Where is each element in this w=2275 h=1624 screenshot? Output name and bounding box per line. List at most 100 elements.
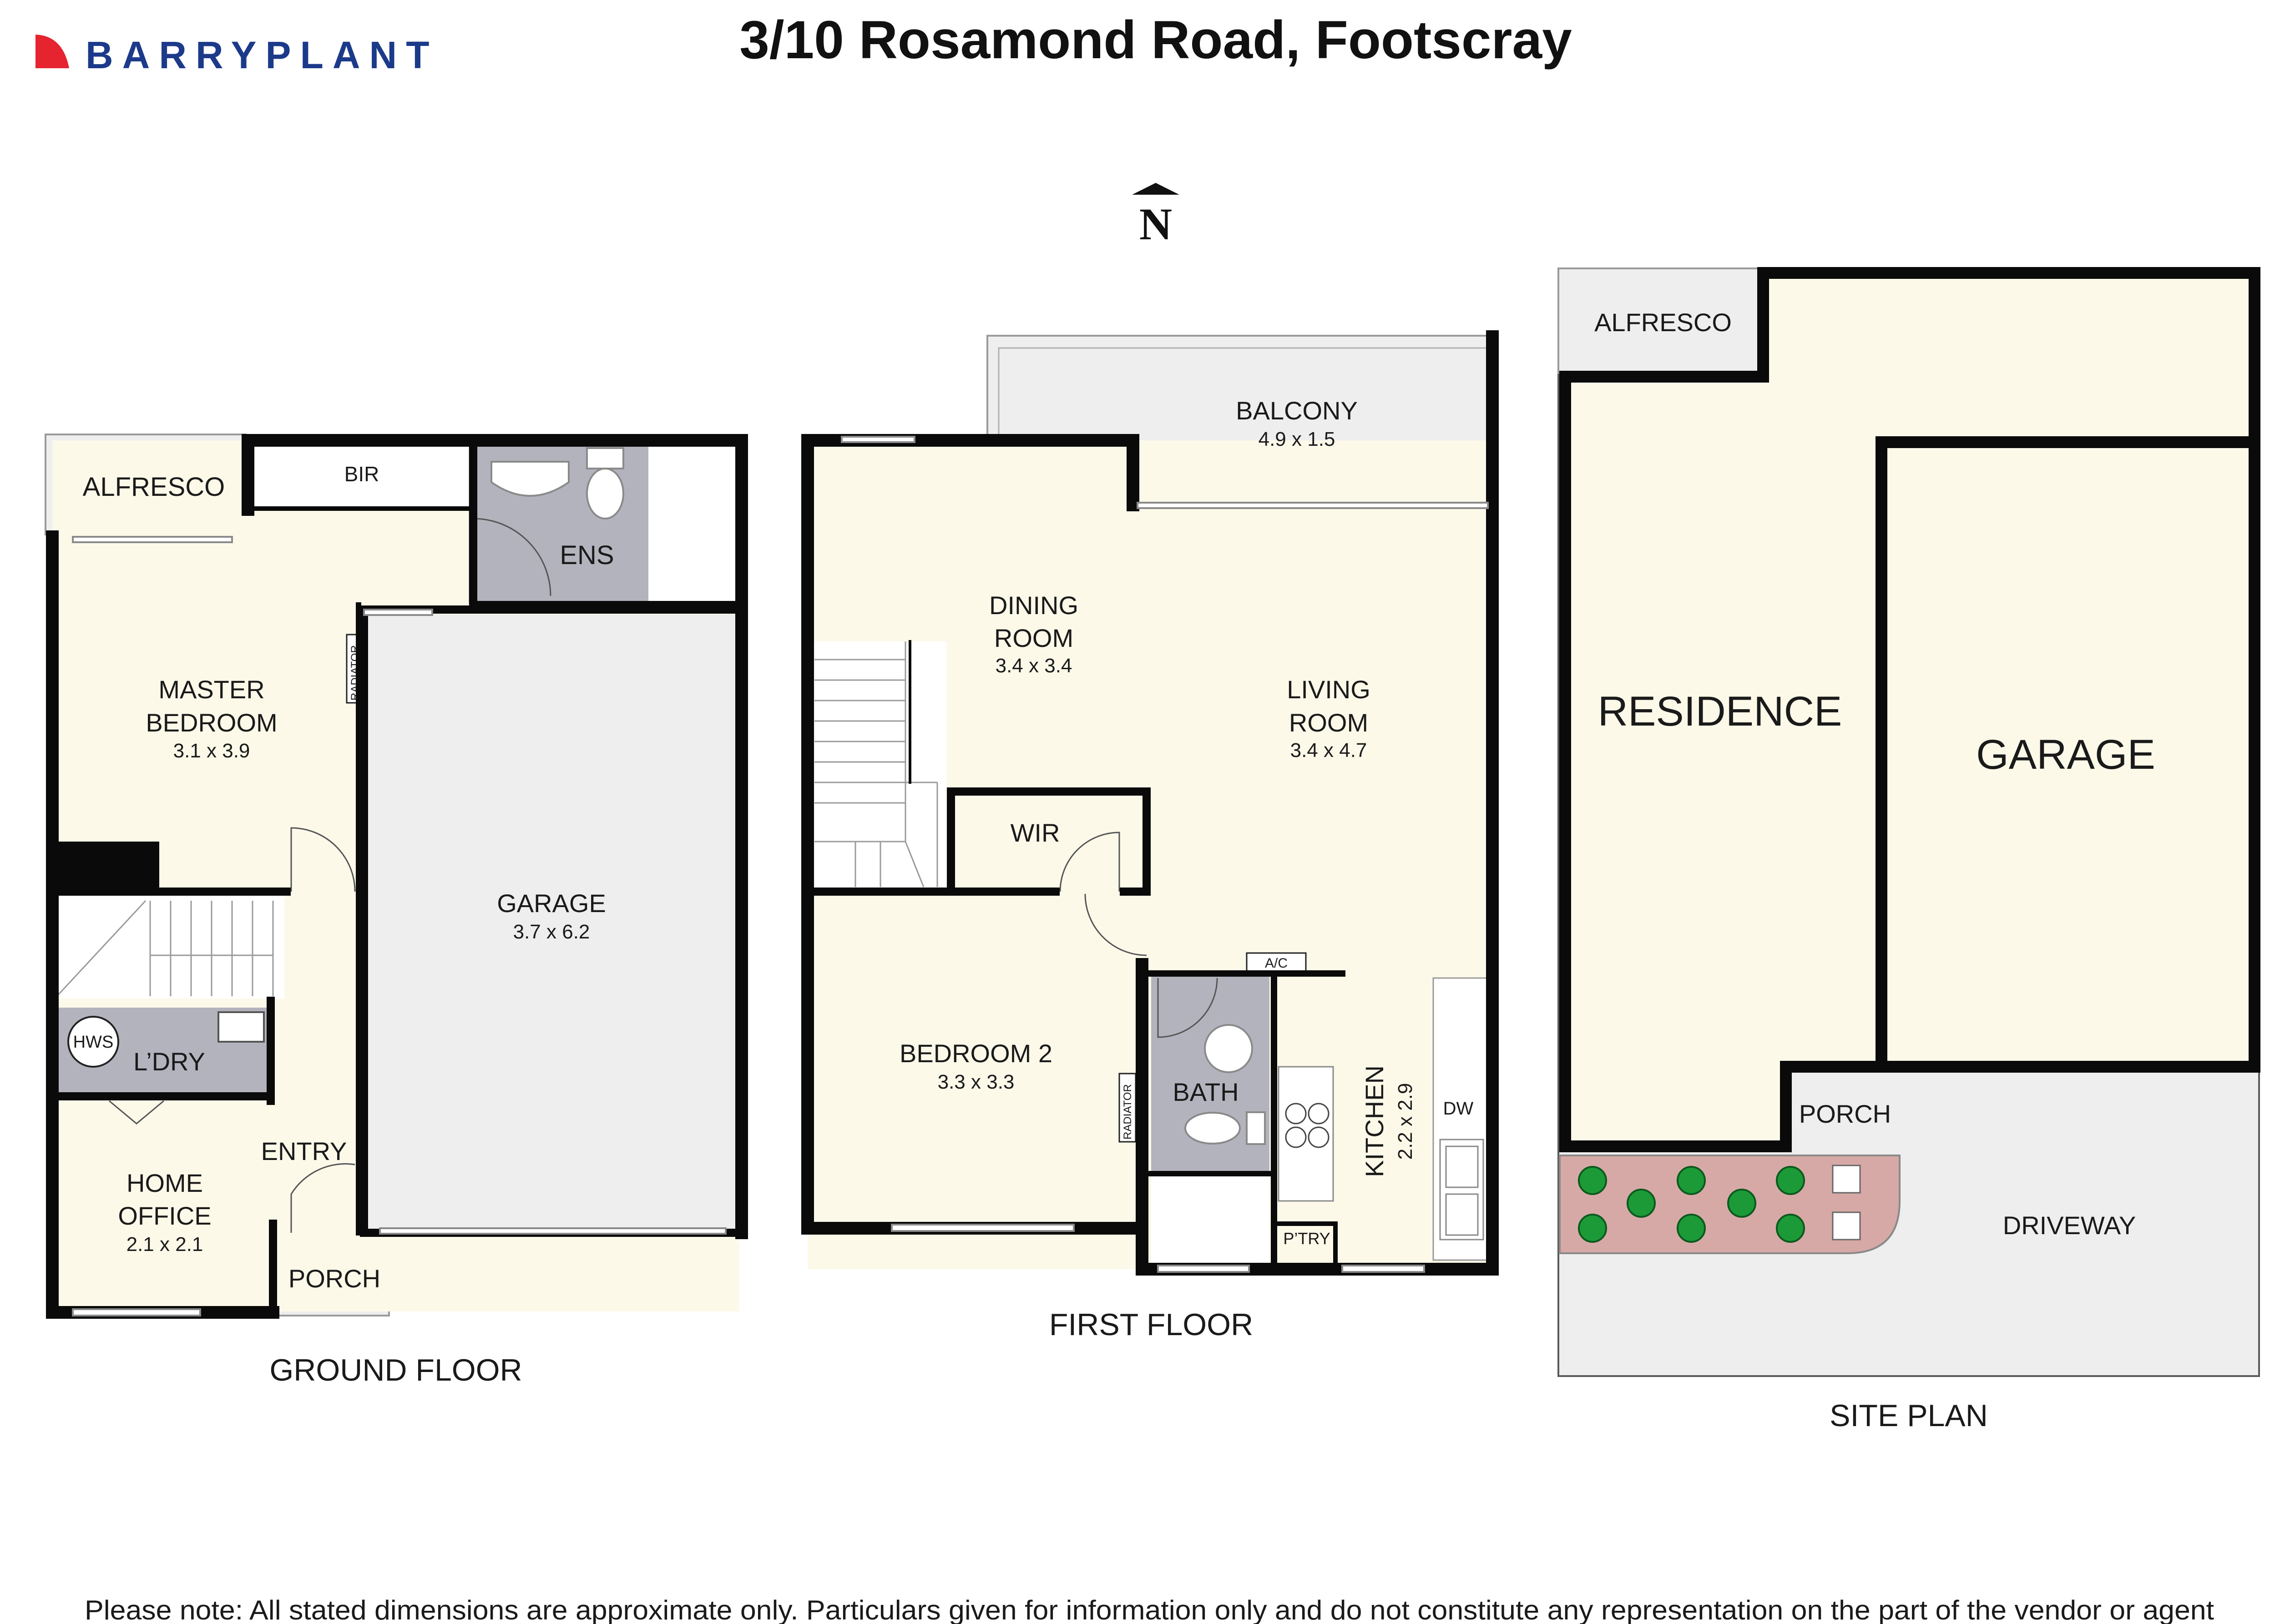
porch-label-site: PORCH: [1799, 1099, 1891, 1128]
bedroom2-label: BEDROOM 2: [900, 1039, 1052, 1068]
living-room-label-line2: ROOM: [1289, 708, 1368, 737]
ground-door-swings: [109, 827, 356, 1233]
shrubs: [1578, 1166, 1805, 1243]
ac-unit: [1246, 952, 1307, 972]
north-arrow: N: [1132, 183, 1179, 249]
garden-box: [1832, 1165, 1861, 1194]
driveway-label: DRIVEWAY: [2003, 1211, 2136, 1240]
site-plan: ALFRESCO RESIDENCE GARAGE PORCH DRIVEWAY…: [1557, 267, 2260, 1433]
page-title: 3/10 Rosamond Road, Footscray: [739, 10, 1572, 70]
living-room-size: 3.4 x 4.7: [1290, 739, 1367, 762]
entry-label: ENTRY: [261, 1137, 347, 1165]
shrub-icon: [1578, 1166, 1607, 1195]
hws-tank: HWS: [67, 1016, 119, 1068]
first-floor-plan: RADIATOR BALCONY 4.9 x 1.5 DINING R: [801, 330, 1499, 1342]
dining-room-label-line1: DINING: [989, 591, 1078, 620]
laundry-label: L’DRY: [133, 1047, 205, 1076]
shrub-icon: [1627, 1189, 1656, 1218]
stairs-fill: [52, 894, 284, 999]
ground-windows: [72, 536, 727, 1316]
ens-shower: [648, 440, 737, 604]
shrub-icon: [1776, 1166, 1805, 1195]
bath-label: BATH: [1173, 1078, 1239, 1106]
alfresco-label-ground: ALFRESCO: [83, 472, 225, 502]
first-floor-caption: FIRST FLOOR: [1049, 1307, 1253, 1342]
disclaimer-text: Please note: All stated dimensions are a…: [85, 1595, 2214, 1624]
site-walls: [1559, 267, 2260, 1152]
garage-size-ground: 3.7 x 6.2: [513, 921, 590, 943]
garage-site-fill: [1881, 446, 2255, 1067]
cooktop-burners: [1285, 1103, 1330, 1148]
first-stairs: [814, 641, 938, 888]
garage-label-site: GARAGE: [1976, 731, 2155, 778]
shrub-icon: [1677, 1214, 1706, 1243]
hws-icon: [67, 1016, 119, 1068]
bath-basin-icon: [1204, 1024, 1253, 1073]
alfresco-site: [1557, 267, 1759, 374]
kitchen-size: 2.2 x 2.9: [1394, 1083, 1416, 1160]
garden-box: [1832, 1211, 1861, 1241]
bir-fill: [255, 440, 469, 509]
master-bedroom-label-line2: BEDROOM: [146, 708, 277, 737]
basin-icon: [490, 461, 570, 497]
ens-label: ENS: [560, 540, 614, 570]
north-label: N: [1139, 199, 1172, 249]
hws-label: HWS: [73, 1033, 114, 1052]
bedroom2-size: 3.3 x 3.3: [938, 1071, 1015, 1093]
shrub-icon: [1727, 1189, 1756, 1218]
pantry-label: P’TRY: [1283, 1229, 1330, 1248]
ac-label: A/C: [1265, 956, 1288, 971]
master-bedroom-label-line1: MASTER: [158, 675, 264, 704]
alfresco-label-site: ALFRESCO: [1594, 308, 1732, 337]
shrub-icon: [1776, 1214, 1805, 1243]
toilet-bowl-icon: [586, 468, 624, 519]
ground-floor-caption: GROUND FLOOR: [269, 1353, 522, 1387]
bath-door-swing: [1157, 978, 1218, 1038]
garage-fill: [369, 614, 739, 1231]
bath-toilet-cistern-icon: [1246, 1111, 1266, 1145]
kitchen-label: KITCHEN: [1360, 1065, 1389, 1177]
home-office-label-line1: HOME: [126, 1169, 203, 1197]
first-door-swings: [1059, 832, 1147, 956]
ens-fixtures: [472, 447, 624, 596]
brand-logo: BARRYPLANT: [35, 34, 439, 76]
bath-fixtures: [1157, 978, 1266, 1145]
radiator-first: [1118, 1073, 1137, 1143]
ground-stairs: [56, 900, 274, 997]
stairs-first-fill: [810, 641, 946, 889]
site-plan-caption: SITE PLAN: [1830, 1398, 1988, 1433]
home-office-label-line2: OFFICE: [118, 1201, 211, 1230]
toilet-cistern-icon: [586, 447, 624, 469]
bath-lower: [1151, 1174, 1269, 1265]
ground-floor-plan: HWS RADIATOR: [45, 434, 748, 1387]
wir-fill: [951, 792, 1142, 892]
residence-fill: [1565, 273, 2255, 1146]
balcony-label: BALCONY: [1236, 396, 1358, 425]
residence-label: RESIDENCE: [1598, 688, 1842, 735]
first-windows: [841, 436, 1489, 1273]
stair-void: [52, 842, 159, 892]
porch-site: [1786, 1067, 1897, 1155]
bath-toilet-bowl-icon: [1184, 1112, 1241, 1145]
radiator-label-first: RADIATOR: [1122, 1084, 1134, 1140]
dining-room-label-line2: ROOM: [994, 624, 1073, 652]
brand-name: BARRYPLANT: [86, 34, 439, 76]
garage-label-ground: GARAGE: [497, 889, 606, 918]
laundry-tub-icon: [217, 1011, 265, 1043]
shrub-icon: [1578, 1214, 1607, 1243]
home-office-size: 2.1 x 2.1: [126, 1233, 203, 1256]
dishwasher-label: DW: [1443, 1099, 1474, 1119]
bir-label: BIR: [344, 462, 379, 486]
dining-room-size: 3.4 x 3.4: [996, 655, 1072, 677]
logo-mark-icon: [35, 35, 69, 68]
living-room-label-line1: LIVING: [1287, 675, 1370, 704]
ens-door-swing: [472, 518, 551, 596]
balcony-size: 4.9 x 1.5: [1259, 428, 1335, 450]
wir-label: WIR: [1011, 818, 1060, 847]
master-bedroom-size: 3.1 x 3.9: [173, 740, 250, 762]
north-arrow-icon: [1132, 183, 1179, 195]
kitchen-sink: [1439, 1139, 1484, 1241]
shrub-icon: [1677, 1166, 1706, 1195]
